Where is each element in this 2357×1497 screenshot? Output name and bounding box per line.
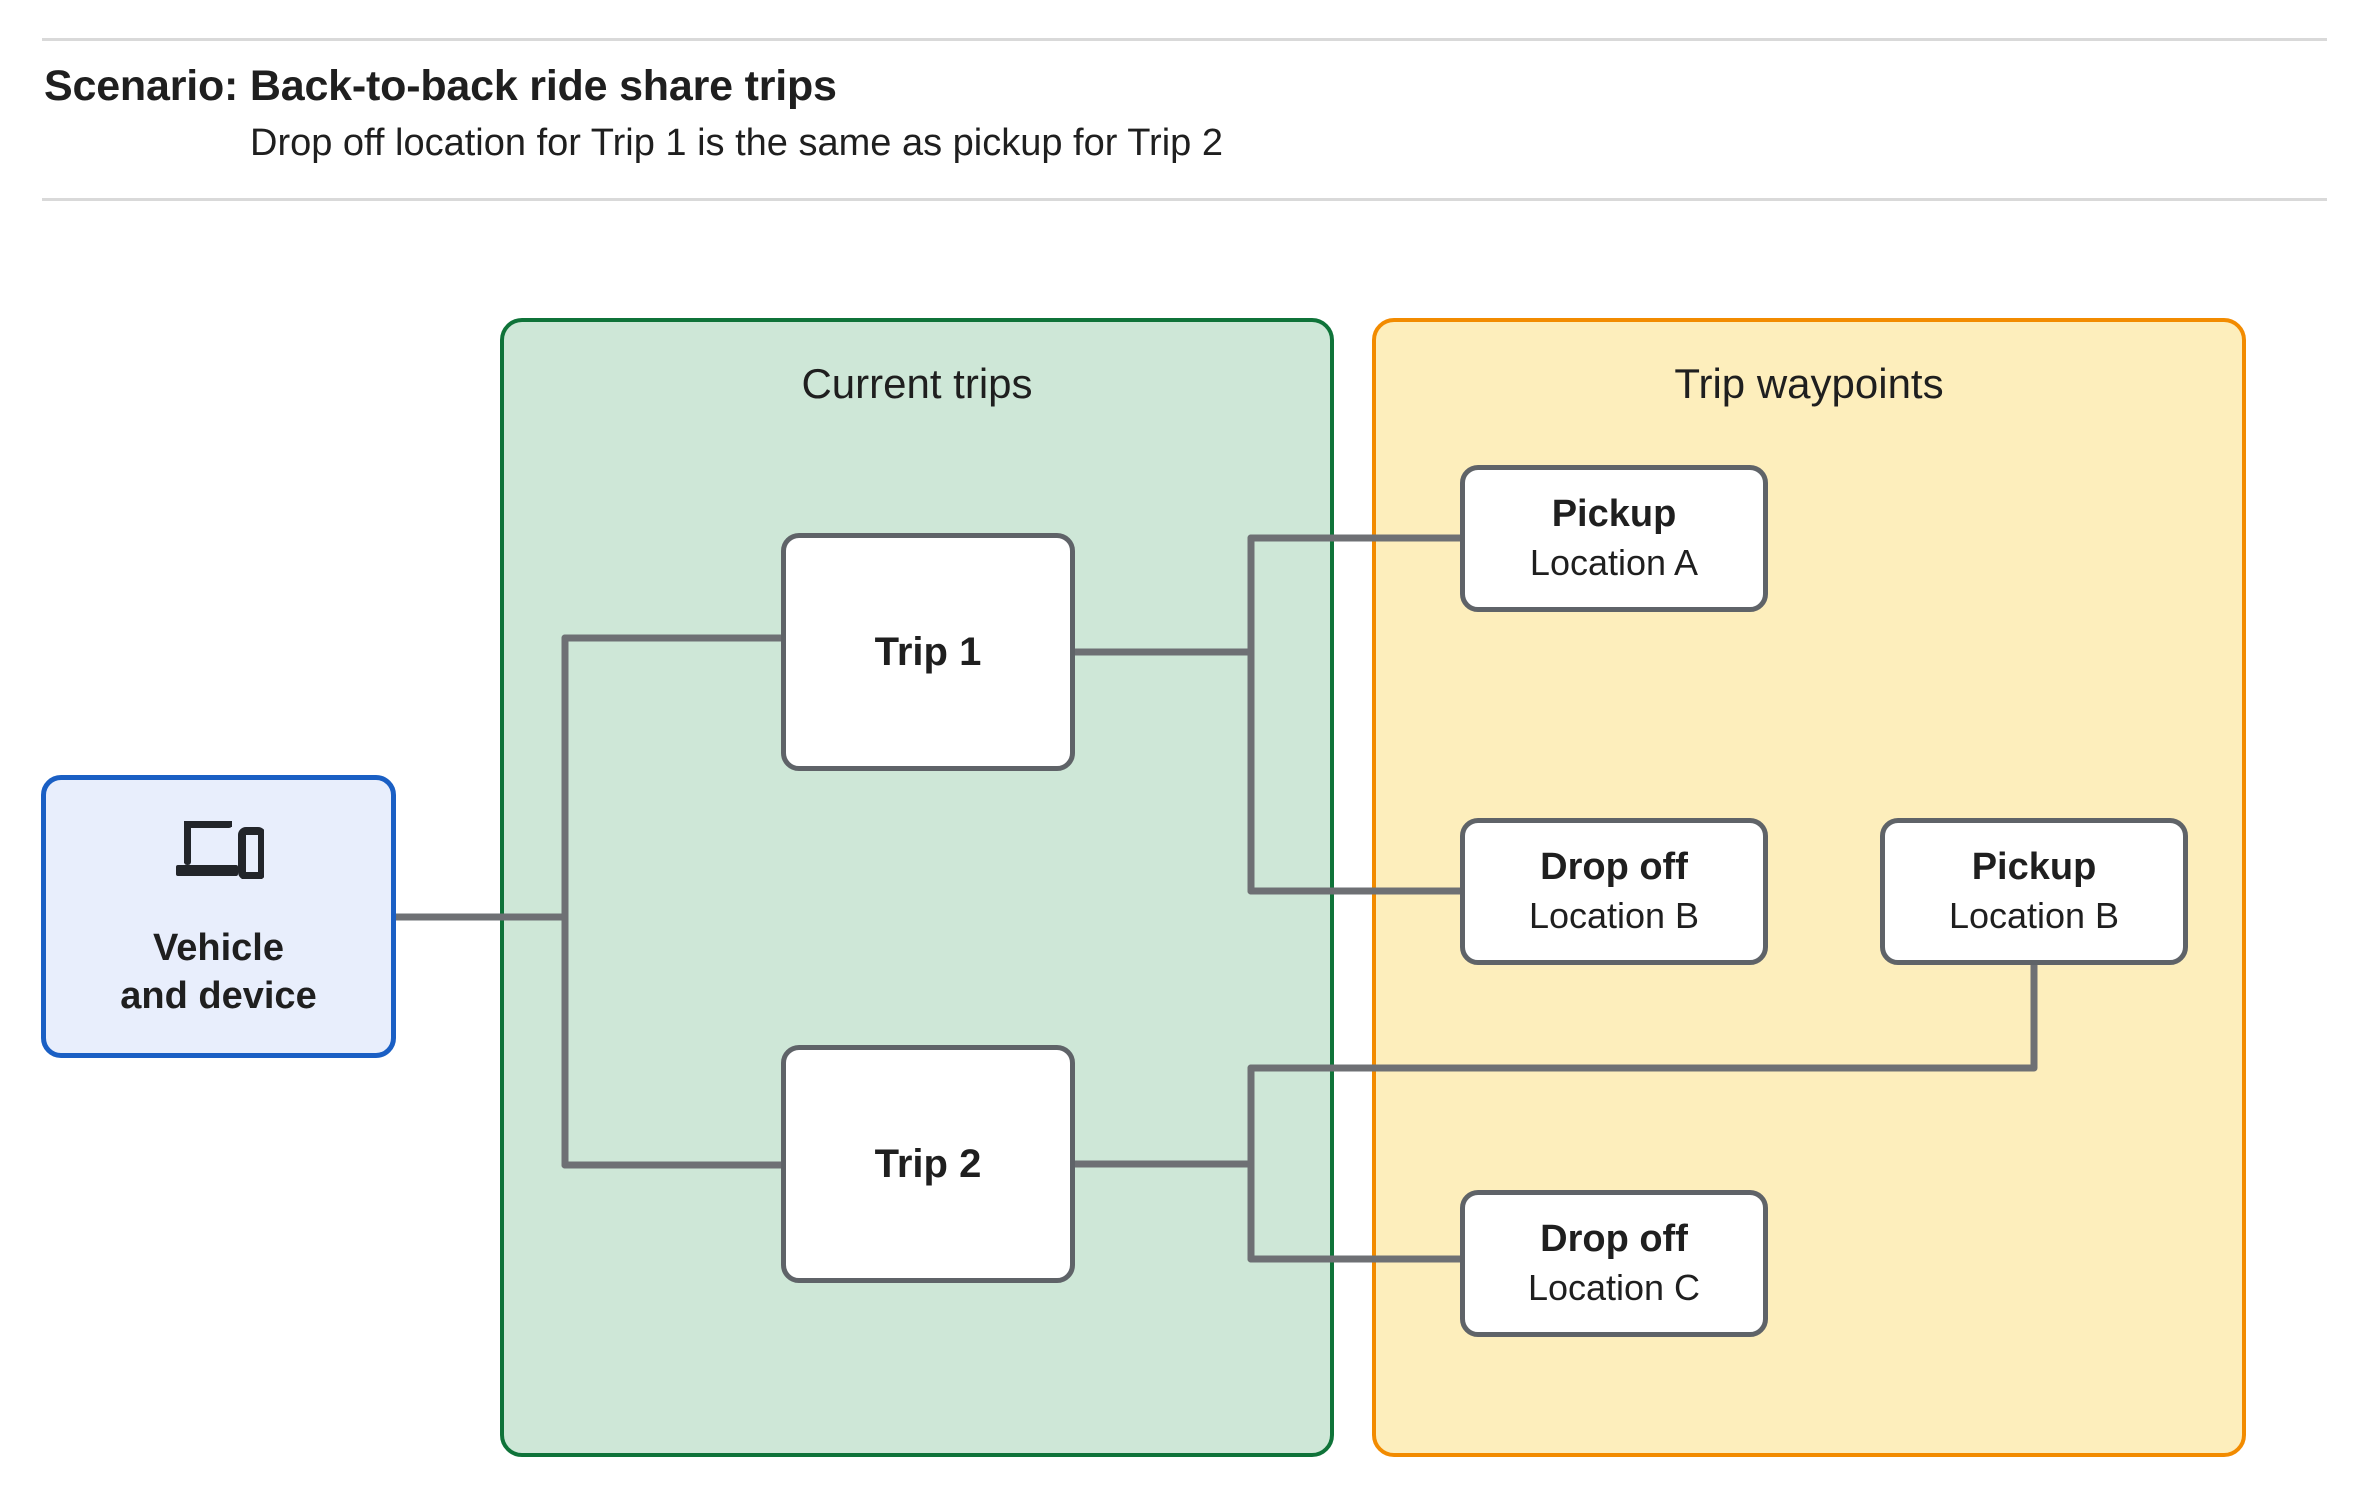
waypoint-type: Drop off: [1540, 846, 1688, 889]
group-current-trips-title: Current trips: [801, 360, 1033, 407]
node-trip-1[interactable]: Trip 1: [781, 533, 1075, 771]
waypoint-type: Pickup: [1551, 493, 1677, 536]
node-trip-2[interactable]: Trip 2: [781, 1045, 1075, 1283]
waypoint-location: Location B: [1528, 894, 1700, 936]
waypoint-type: Pickup: [1971, 846, 2097, 889]
node-waypoint-dropoff-c[interactable]: Drop off Location C: [1460, 1190, 1768, 1337]
node-trip-2-label: Trip 2: [874, 1142, 982, 1186]
header-divider-bottom: [42, 198, 2327, 201]
group-trip-waypoints-title: Trip waypoints: [1674, 360, 1944, 407]
page-title: Scenario: Back-to-back ride share trips: [44, 62, 837, 110]
page-header: Scenario: Back-to-back ride share trips …: [0, 0, 2357, 205]
laptop-and-phone-icon: [174, 813, 266, 880]
node-vehicle-and-device[interactable]: Vehicle and device: [41, 775, 396, 1058]
page-subtitle: Drop off location for Trip 1 is the same…: [250, 122, 1223, 164]
node-trip-1-label: Trip 1: [874, 630, 982, 674]
header-divider-top: [42, 38, 2327, 41]
waypoint-location: Location A: [1529, 541, 1699, 583]
waypoint-location: Location C: [1527, 1266, 1701, 1308]
node-waypoint-pickup-b[interactable]: Pickup Location B: [1880, 818, 2188, 965]
node-waypoint-dropoff-b[interactable]: Drop off Location B: [1460, 818, 1768, 965]
waypoint-location: Location B: [1948, 894, 2120, 936]
waypoint-type: Drop off: [1540, 1218, 1688, 1261]
node-waypoint-pickup-a[interactable]: Pickup Location A: [1460, 465, 1768, 612]
node-vehicle-label: Vehicle and device: [120, 927, 317, 1017]
group-current-trips: Current trips: [500, 318, 1334, 1457]
